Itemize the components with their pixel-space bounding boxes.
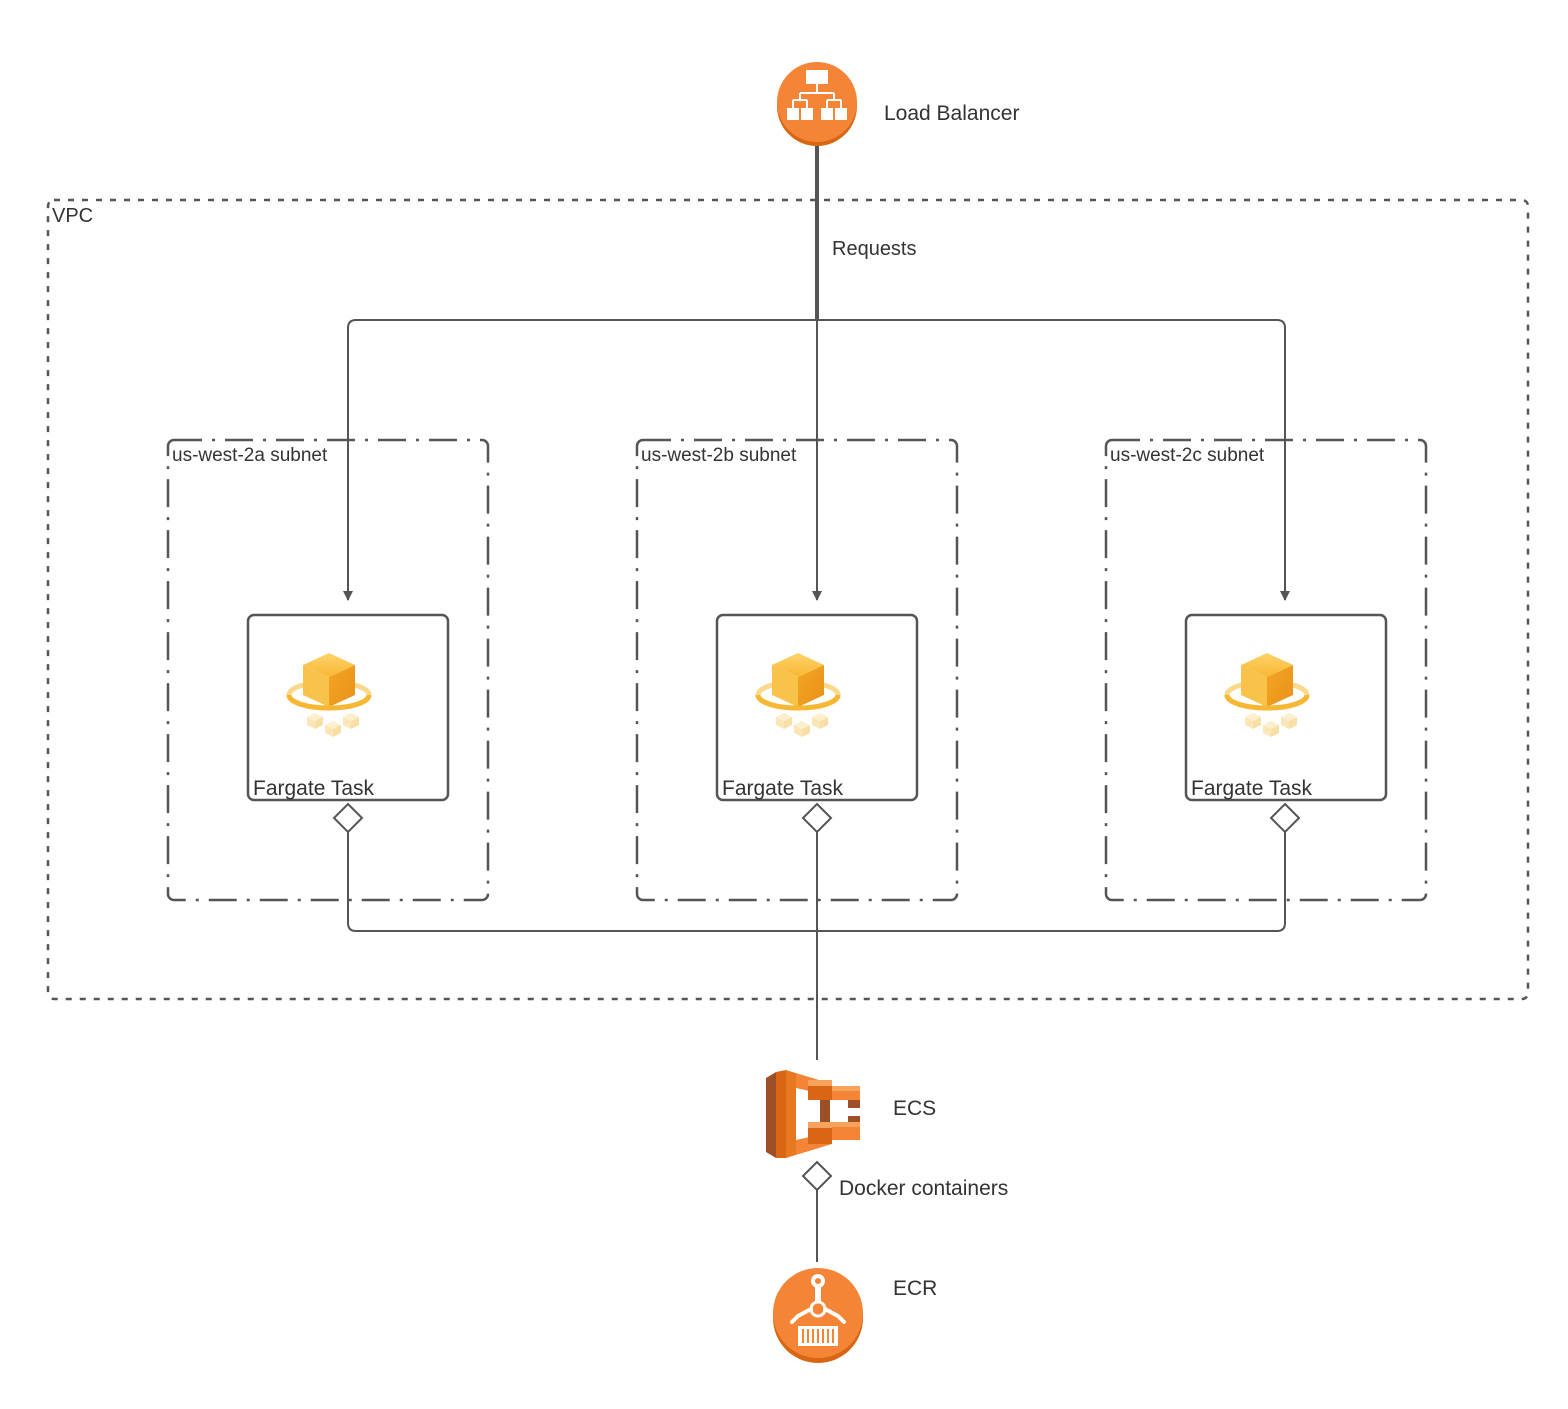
- ecs-node[interactable]: ECS: [766, 1070, 936, 1158]
- vpc-boundary: [46, 198, 1530, 1001]
- diamond-marker: [332, 802, 364, 834]
- requests-label: Requests: [832, 238, 917, 260]
- requests-edges: [343, 145, 1290, 601]
- load-balancer-node[interactable]: Load Balancer: [777, 62, 1019, 146]
- subnet-label: us-west-2c subnet: [1110, 445, 1265, 466]
- ecs-connectors: [347, 832, 1286, 1060]
- ecs-label: ECS: [893, 1097, 936, 1120]
- subnet-us-west-2c: us-west-2c subnet: [1104, 438, 1428, 902]
- fargate-icon: [286, 653, 372, 737]
- load-balancer-label: Load Balancer: [884, 102, 1019, 125]
- diamond-marker: [801, 1160, 833, 1192]
- subnet-label: us-west-2b subnet: [641, 445, 797, 466]
- load-balancer-icon: [777, 62, 857, 146]
- subnet-us-west-2a: us-west-2a subnet: [166, 438, 490, 902]
- ecs-icon: [766, 1070, 860, 1158]
- fargate-task-label: Fargate Task: [253, 777, 375, 800]
- diamond-marker: [801, 802, 833, 834]
- subnet-us-west-2b: us-west-2b subnet: [635, 438, 959, 902]
- docker-containers-label: Docker containers: [839, 1177, 1008, 1200]
- ecr-icon: [773, 1268, 863, 1363]
- fargate-task-label: Fargate Task: [722, 777, 844, 800]
- docker-connector: [801, 1160, 833, 1262]
- fargate-task-label: Fargate Task: [1191, 777, 1313, 800]
- diamond-marker: [1269, 802, 1301, 834]
- ecr-label: ECR: [893, 1277, 937, 1300]
- subnet-label: us-west-2a subnet: [172, 445, 328, 466]
- ecr-node[interactable]: ECR: [773, 1268, 937, 1363]
- vpc-label: VPC: [52, 205, 93, 227]
- diamond-connectors: [332, 802, 1301, 834]
